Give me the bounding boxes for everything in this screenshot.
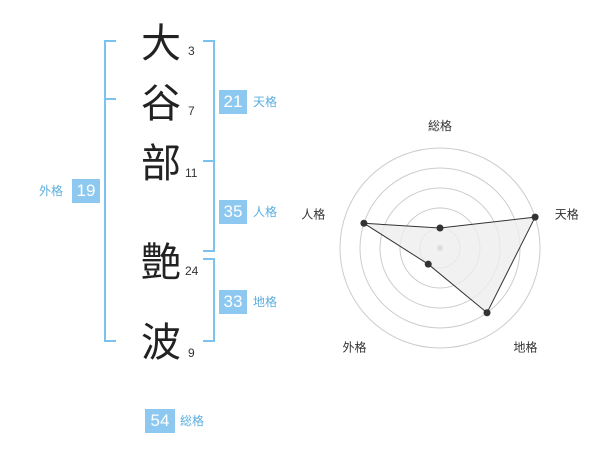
- name-char-3: 部: [141, 141, 181, 187]
- radar-grid-ring-5: [339, 147, 541, 349]
- radar-point-3: [483, 309, 491, 317]
- stroke-count-3: 11: [185, 166, 198, 180]
- radar-point-1: [436, 224, 444, 232]
- radar-data-polygon: [363, 216, 536, 314]
- jinkaku-score-badge: 35: [219, 200, 247, 224]
- radar-axis-label-2: 天格: [555, 207, 579, 222]
- radar-axis-label-4: 外格: [343, 339, 367, 354]
- radar-data-points: [360, 213, 539, 317]
- radar-point-2: [531, 213, 539, 221]
- radar-axis-label-1: 総格: [428, 118, 452, 133]
- jinkaku-bracket: [203, 160, 215, 252]
- radar-point-4: [424, 260, 432, 268]
- radar-point-5: [360, 219, 368, 227]
- stroke-count-1: 3: [188, 44, 195, 58]
- name-char-5: 波: [141, 320, 181, 366]
- chikaku-bracket: [203, 258, 215, 342]
- radar-center-dot: [437, 245, 443, 251]
- jinkaku-label: 人格: [253, 205, 278, 219]
- stroke-count-2: 7: [188, 104, 195, 118]
- stroke-count-5: 9: [188, 346, 195, 360]
- gaikaku-bracket: [104, 40, 116, 342]
- soukaku-score-badge: 54: [145, 409, 175, 433]
- radar-axis-label-5: 人格: [301, 207, 325, 222]
- radar-axis-label-3: 地格: [513, 339, 537, 354]
- gaikaku-bracket-tick: [104, 98, 116, 100]
- name-char-1: 大: [141, 21, 181, 67]
- name-char-2: 谷: [141, 81, 181, 127]
- chikaku-score-badge: 33: [219, 290, 247, 314]
- gaikaku-score-badge: 19: [72, 179, 100, 203]
- tenkaku-label: 天格: [253, 95, 278, 109]
- soukaku-label: 総格: [180, 414, 205, 428]
- gaikaku-label: 外格: [39, 184, 64, 198]
- name-char-4: 艶: [141, 240, 181, 286]
- stroke-count-4: 24: [185, 264, 199, 278]
- chikaku-label: 地格: [253, 295, 278, 309]
- tenkaku-score-badge: 21: [219, 90, 247, 114]
